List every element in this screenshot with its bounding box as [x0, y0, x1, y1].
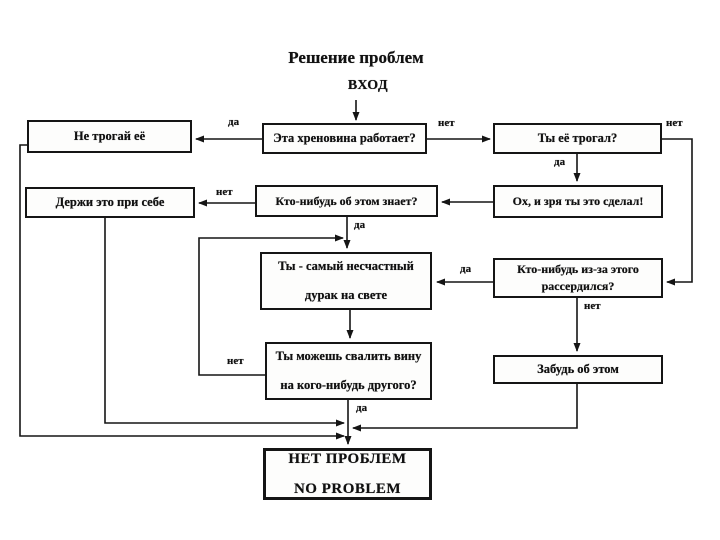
diagram-title: Решение проблем — [288, 48, 424, 67]
node-label: Забудь об этом — [537, 361, 619, 376]
node-in-vain: Ох, и зря ты это сделал! — [493, 185, 663, 218]
node-label-line2: рассердился? — [541, 279, 615, 293]
node-label: Кто-нибудь об этом знает? — [275, 193, 418, 208]
node-keep-quiet: Держи это при себе — [25, 187, 195, 218]
edge-touch-no — [662, 138, 693, 286]
node-dont-touch: Не трогай её — [27, 120, 192, 153]
node-label-line1: Ты можешь свалить вину — [275, 348, 422, 363]
edge-label-knows-yes: да — [354, 219, 366, 231]
node-label-line2: на кого-нибудь другого? — [280, 377, 417, 392]
node-label-line2: NO PROBLEM — [293, 480, 402, 497]
entry-label: ВХОД — [347, 78, 389, 93]
edge-keep-return — [104, 218, 345, 427]
node-label-line1: НЕТ ПРОБЛЕМ — [288, 450, 407, 467]
node-label-line2: дурак на свете — [304, 287, 388, 302]
edge-dont-touch-return — [19, 144, 345, 440]
node-label-line1: Ты - самый несчастный — [278, 258, 414, 273]
edge-label-angry-no: нет — [584, 300, 601, 312]
edge-label-touch-no: нет — [666, 117, 683, 129]
node-label: Эта хреновина работает? — [273, 130, 416, 145]
node-did-you-touch: Ты её трогал? — [493, 123, 662, 154]
node-label: Не трогай её — [73, 128, 146, 143]
edge-forget-return — [352, 384, 578, 432]
node-forget-it: Забудь об этом — [493, 355, 663, 384]
node-does-it-work: Эта хреновина работает? — [262, 123, 427, 154]
edge-label-work-yes: да — [228, 116, 240, 128]
node-label-line1: Кто-нибудь из-за этого — [517, 262, 639, 276]
node-label: Держи это при себе — [55, 194, 165, 209]
edge-label-angry-yes: да — [460, 263, 472, 275]
edge-label-blame-no: нет — [227, 355, 244, 367]
node-label: Ты её трогал? — [537, 130, 618, 145]
node-blame-someone: Ты можешь свалить вину на кого-нибудь др… — [265, 342, 432, 400]
node-anyone-angry: Кто-нибудь из-за этого рассердился? — [493, 258, 663, 298]
edge-label-touch-yes: да — [554, 156, 566, 168]
node-label: Ох, и зря ты это сделал! — [512, 194, 644, 208]
node-anyone-knows: Кто-нибудь об этом знает? — [255, 185, 438, 217]
edge-blame-no-loop — [198, 234, 344, 376]
edge-label-blame-yes: да — [356, 402, 368, 414]
node-no-problem: НЕТ ПРОБЛЕМ NO PROBLEM — [263, 448, 432, 500]
node-miserable-fool: Ты - самый несчастный дурак на свете — [260, 252, 432, 310]
edge-label-knows-no: нет — [216, 186, 233, 198]
edge-label-work-no: нет — [438, 117, 455, 129]
